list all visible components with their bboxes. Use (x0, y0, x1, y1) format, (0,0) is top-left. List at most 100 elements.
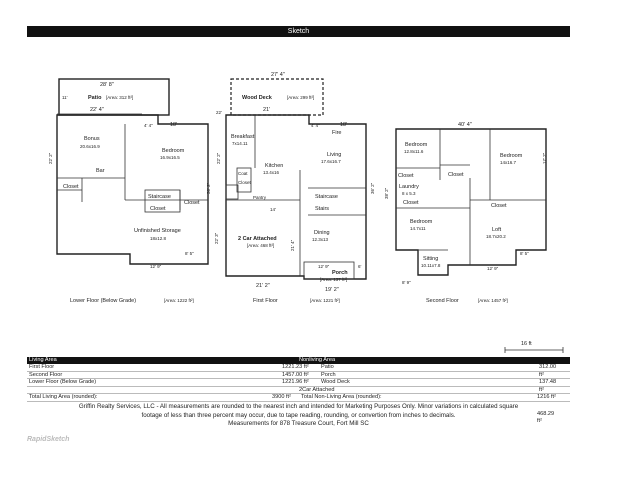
row-nonliving-label: 2Car Attached (299, 386, 335, 393)
first-deck-area: [Area: 299 ft²] (287, 95, 314, 100)
second-room-closet1: Closet (398, 173, 414, 179)
first-room-living: Living (327, 152, 341, 158)
table-head-living: Living Area (29, 357, 57, 363)
scale-bar: 16 ft (504, 341, 564, 353)
lower-patio-name: Patio (88, 95, 102, 101)
lower-room-bonus: Bonus (84, 136, 100, 142)
first-dim-top: 21' (263, 107, 270, 113)
row-living-label: Lower Floor (Below Grade) (29, 379, 97, 385)
first-dim-left: 22' 2" (216, 152, 221, 164)
second-room-sitting-dims: 10.11x7.8 (421, 263, 441, 268)
total-living-value: 3900 ft² (272, 394, 291, 400)
lower-dim-top: 22' 4" (90, 107, 104, 113)
sketch-header: Sketch (27, 26, 570, 37)
lower-patio-area: [Area: 312 ft²] (106, 95, 133, 100)
first-garage-name: 2 Car Attached (238, 236, 277, 242)
first-room-dining-dims: 12.3x13 (312, 237, 329, 242)
first-room-coat: Coat (238, 171, 248, 176)
lower-room-bedroom: Bedroom (162, 148, 185, 154)
first-dim-right-side: 36' 2" (370, 182, 375, 194)
area-table: Living Area Nonliving Area First Floor 1… (27, 357, 570, 402)
lower-room-storage-dims: 18x12.8 (150, 236, 167, 241)
row-living-value: 1221.96 ft² (282, 379, 309, 385)
second-floor-plan: 40' 4" 38' 2" 17' 2" Bedroom 12.8x11.6 B… (384, 122, 547, 304)
first-room-breakfast-dims: 7x14.11 (232, 141, 248, 146)
row-nonliving-label: Wood Deck (321, 379, 350, 385)
second-room-bed2-dims: 14x16.7 (500, 160, 517, 165)
first-room-closet: Closet (238, 180, 252, 185)
first-room-living-dims: 17.6x16.7 (321, 159, 341, 164)
lower-patio-width: 28' 8" (100, 82, 114, 88)
row-living-value: 1457.00 ft² (282, 371, 309, 378)
first-dim-c14: 14' (270, 207, 276, 212)
lower-room-closet1: Closet (63, 184, 79, 190)
first-deck-name: Wood Deck (242, 95, 273, 101)
first-floor-label: First Floor (253, 298, 278, 304)
first-room-stairs: Stairs (315, 206, 329, 212)
lower-dim-right-side: 36' 2" (206, 182, 211, 194)
first-dim-b2: 6' (358, 264, 362, 269)
lower-floor-plan: 28' 8" Patio [Area: 312 ft²] 11' 22' 4" … (48, 78, 211, 304)
first-dim-garage-right: 21' 4" (290, 239, 295, 251)
second-floor-outline (395, 128, 547, 276)
lower-floor-outline (56, 114, 209, 265)
lower-dim-left: 22' 2" (48, 152, 53, 164)
first-deck-width: 27' 4" (271, 72, 285, 78)
second-room-bed1: Bedroom (405, 142, 428, 148)
first-garage-area: [Area: 468 ft²] (247, 243, 274, 248)
disclaimer-line-1: Griffin Realty Services, LLC - All measu… (78, 403, 519, 410)
extra-value-2: ft² (537, 417, 542, 424)
first-room-staircase: Staircase (315, 194, 338, 200)
first-porch-area: [Area: 137 ft²] (320, 277, 347, 282)
scale-label: 16 ft (521, 341, 532, 347)
lower-room-bedroom-dims: 16.9x16.5 (160, 155, 180, 160)
second-room-loft-dims: 18.7x20.2 (486, 234, 506, 239)
table-head-nonliving: Nonliving Area (299, 357, 336, 363)
first-dim-garage-left: 22' 3" (214, 232, 219, 244)
second-room-loft: Loft (492, 227, 502, 233)
first-dim-bottom: 21' 2" (256, 283, 270, 289)
lower-dim-b1: 12' 9" (150, 264, 162, 269)
disclaimer-line-2: footage of less than three percent may o… (141, 411, 456, 419)
row-nonliving-value: ft² (539, 371, 544, 378)
lower-room-storage: Unfinished Storage (134, 228, 181, 234)
first-floor-plan: 27' 4" Wood Deck [Area: 299 ft²] 22' 21'… (214, 72, 375, 304)
first-room-kitchen-dims: 13.4x16 (263, 170, 280, 175)
lower-staircase-box (144, 189, 181, 213)
lower-patio-side: 11' (62, 95, 68, 100)
lower-floor-label: Lower Floor (Below Grade) (70, 298, 136, 304)
second-dim-right: 17' 2" (542, 152, 547, 164)
first-room-pantry: Pantry (253, 195, 267, 200)
second-room-bed3-dims: 14.7x11 (410, 226, 426, 231)
first-room-kitchen: Kitchen (265, 163, 283, 169)
row-living-value: 1221.23 ft² (282, 364, 309, 370)
second-dim-b3: 8' 5" (520, 251, 529, 256)
first-dim-deck-left: 22' (216, 110, 222, 115)
table-total-row: Total Living Area (rounded): 3900 ft² To… (27, 394, 570, 402)
lower-floor-area: [Area: 1222 ft²] (164, 298, 194, 303)
lower-dim-b2: 8' 5" (185, 251, 194, 256)
extra-value-1: 468.29 (537, 411, 555, 417)
first-deck-outline (230, 78, 324, 116)
first-room-dining: Dining (314, 230, 330, 236)
second-floor-area: [Area: 1457 ft²] (478, 298, 508, 303)
table-row: Lower Floor (Below Grade) 1221.96 ft² Wo… (27, 379, 570, 387)
second-room-bed2: Bedroom (500, 153, 523, 159)
first-room-porch: Porch (332, 270, 348, 276)
first-floor-outline (225, 114, 367, 280)
second-room-closet4: Closet (491, 203, 507, 209)
first-dim-porch: 19' 2" (325, 287, 339, 293)
lower-dim-right: 18' (170, 122, 177, 128)
lower-room-closet2: Closet (184, 200, 200, 206)
second-floor-label: Second Floor (426, 298, 459, 304)
lower-room-bonus-dims: 20.6x16.9 (80, 144, 100, 149)
first-dim-small: 4' 4" (311, 123, 320, 128)
lower-dim-small: 4' 4" (144, 123, 153, 128)
total-nonliving-label: Total Non-Living Area (rounded): (301, 394, 382, 400)
lower-room-bar: Bar (96, 168, 105, 174)
row-nonliving-label: Porch (321, 371, 336, 378)
total-living-label: Total Living Area (rounded): (29, 394, 98, 400)
row-living-label: Second Floor (29, 371, 63, 378)
second-room-laundry: Laundry (399, 184, 419, 190)
